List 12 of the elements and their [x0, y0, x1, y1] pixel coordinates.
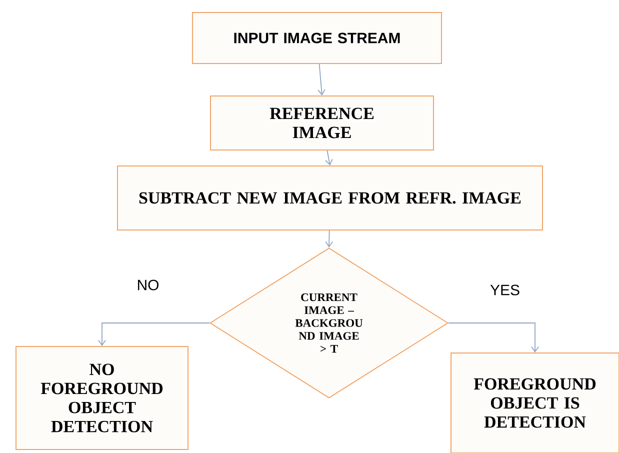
process-box: NO FOREGROUND OBJECT DETECTION	[16, 346, 188, 450]
arrow	[325, 230, 334, 248]
edge-label: YES	[490, 284, 520, 296]
arrow	[448, 322, 539, 352]
process-box: REFERENCE IMAGE	[210, 96, 434, 150]
process-box: FOREGROUND OBJECT IS DETECTION	[450, 352, 619, 453]
process-box: SUBTRACT NEW IMAGE FROM REFR. IMAGE	[117, 166, 543, 230]
arrow	[318, 64, 326, 96]
arrow	[98, 322, 210, 346]
arrow	[325, 150, 333, 166]
edge-label: NO	[138, 280, 159, 290]
process-box: INPUT IMAGE STREAM	[192, 12, 442, 64]
